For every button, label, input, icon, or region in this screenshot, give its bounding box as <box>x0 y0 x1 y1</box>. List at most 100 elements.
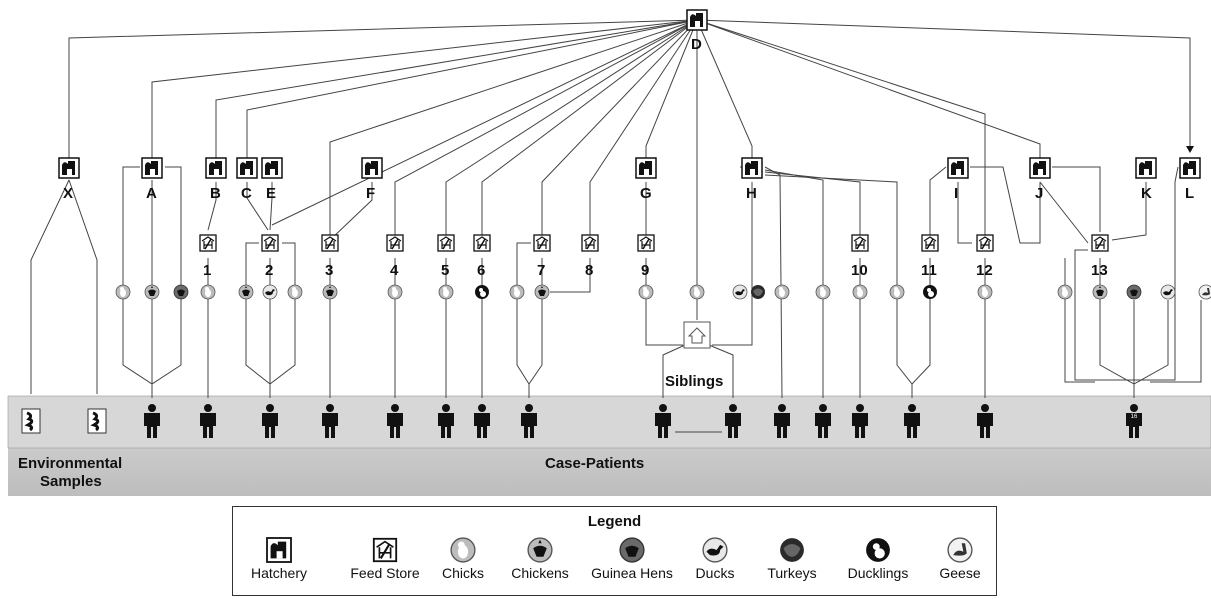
hatchery-icon <box>741 157 763 179</box>
guinea-hen-icon <box>1126 284 1142 300</box>
feed-store-icon <box>199 234 217 252</box>
chick-icon <box>509 284 525 300</box>
svg-text:F: F <box>366 185 375 202</box>
chicken-icon <box>527 537 553 563</box>
feed-store-icon <box>473 234 491 252</box>
svg-text:B: B <box>210 185 221 202</box>
feed-store-icon <box>921 234 939 252</box>
environmental-samples-label: Environmental <box>18 455 122 472</box>
svg-text:C: C <box>241 185 252 202</box>
hatchery-d-label: D <box>691 36 702 53</box>
legend-title: Legend <box>587 513 642 530</box>
hatchery-node-h: H <box>741 157 763 202</box>
chick-icon <box>815 284 831 300</box>
duckling-icon <box>866 538 890 562</box>
feed-store-node-13: 13 <box>1091 234 1109 279</box>
svg-text:5: 5 <box>441 262 449 279</box>
legend-item-feed-store: Feed Store <box>344 537 426 595</box>
hatchery-icon <box>261 157 283 179</box>
svg-text:10: 10 <box>851 262 868 279</box>
duck-icon <box>262 284 278 300</box>
siblings-label: Siblings <box>665 373 723 390</box>
hatchery-icon <box>1135 157 1157 179</box>
feed-store-icon <box>851 234 869 252</box>
feed-store-icon <box>261 234 279 252</box>
svg-text:1: 1 <box>203 262 211 279</box>
turkey-icon <box>780 538 804 562</box>
hatchery-icon <box>141 157 163 179</box>
hatchery-node-k: K <box>1135 157 1157 202</box>
hatchery-node-g: G <box>635 157 657 202</box>
case-patients-label: Case-Patients <box>545 455 644 472</box>
svg-text:E: E <box>266 185 276 202</box>
guinea-hen-icon <box>619 537 645 563</box>
legend-item-turkeys: Turkeys <box>756 537 828 595</box>
hatchery-icon <box>1029 157 1051 179</box>
feed-store-node-7: 7 <box>533 234 551 279</box>
feed-store-node-3: 3 <box>321 234 339 279</box>
chicken-icon <box>238 284 254 300</box>
environmental-sample-icon <box>20 407 42 435</box>
feed-store-icon <box>976 234 994 252</box>
hatchery-d-node: D <box>686 9 708 53</box>
chick-icon <box>287 284 303 300</box>
feed-store-node-6: 6 <box>473 234 491 279</box>
legend: Legend Hatchery Feed Store Chicks Chicke… <box>232 506 997 596</box>
chicken-icon <box>322 284 338 300</box>
svg-text:4: 4 <box>390 262 399 279</box>
chick-icon <box>1057 284 1073 300</box>
hatchery-icon <box>947 157 969 179</box>
duck-icon <box>1160 284 1176 300</box>
feed-store-icon <box>372 537 398 563</box>
chick-icon <box>638 284 654 300</box>
chick-icon <box>977 284 993 300</box>
guinea-hen-icon <box>173 284 189 300</box>
feed-store-icon <box>437 234 455 252</box>
svg-text:2: 2 <box>265 262 273 279</box>
patient-count-badge: 16 <box>1131 414 1138 420</box>
feed-store-node-8: 8 <box>581 234 599 279</box>
feed-store-node-5: 5 <box>437 234 455 279</box>
chick-icon <box>438 284 454 300</box>
feed-store-node-11: 11 <box>921 234 939 279</box>
goose-icon <box>1198 284 1211 300</box>
svg-text:A: A <box>146 185 157 202</box>
svg-text:7: 7 <box>537 262 545 279</box>
chicken-icon <box>1092 284 1108 300</box>
chick-icon <box>115 284 131 300</box>
duckling-icon <box>475 285 489 299</box>
hatchery-icon <box>635 157 657 179</box>
duckling-icon <box>923 285 937 299</box>
hatchery-icon <box>58 157 80 179</box>
feed-store-node-12: 12 <box>976 234 994 279</box>
feed-store-icon <box>533 234 551 252</box>
chick-icon <box>889 284 905 300</box>
turkey-icon <box>751 285 765 299</box>
svg-text:9: 9 <box>641 262 649 279</box>
hatchery-node-e: E <box>261 157 283 202</box>
feed-store-icon <box>386 234 404 252</box>
hatchery-icon <box>1179 157 1201 179</box>
chicken-icon <box>144 284 160 300</box>
home-node <box>683 321 711 349</box>
duck-icon <box>702 537 728 563</box>
feed-store-icon <box>1091 234 1109 252</box>
goose-icon <box>947 537 973 563</box>
chick-icon <box>387 284 403 300</box>
legend-item-chickens: Chickens <box>504 537 576 595</box>
chick-icon <box>852 284 868 300</box>
svg-text:H: H <box>746 185 757 202</box>
svg-text:I: I <box>954 185 958 202</box>
svg-text:3: 3 <box>325 262 333 279</box>
feed-store-icon <box>581 234 599 252</box>
hatchery-node-a: A <box>141 157 163 202</box>
environmental-samples-label-line2: Samples <box>40 473 102 490</box>
hatchery-node-j: J <box>1029 157 1051 202</box>
feed-store-node-10: 10 <box>851 234 869 279</box>
svg-text:J: J <box>1035 185 1043 202</box>
feed-store-icon <box>637 234 655 252</box>
feed-store-node-1: 1 <box>199 234 217 279</box>
hatchery-node-x: X <box>58 157 80 202</box>
hatchery-icon <box>205 157 227 179</box>
legend-item-chicks: Chicks <box>433 537 493 595</box>
